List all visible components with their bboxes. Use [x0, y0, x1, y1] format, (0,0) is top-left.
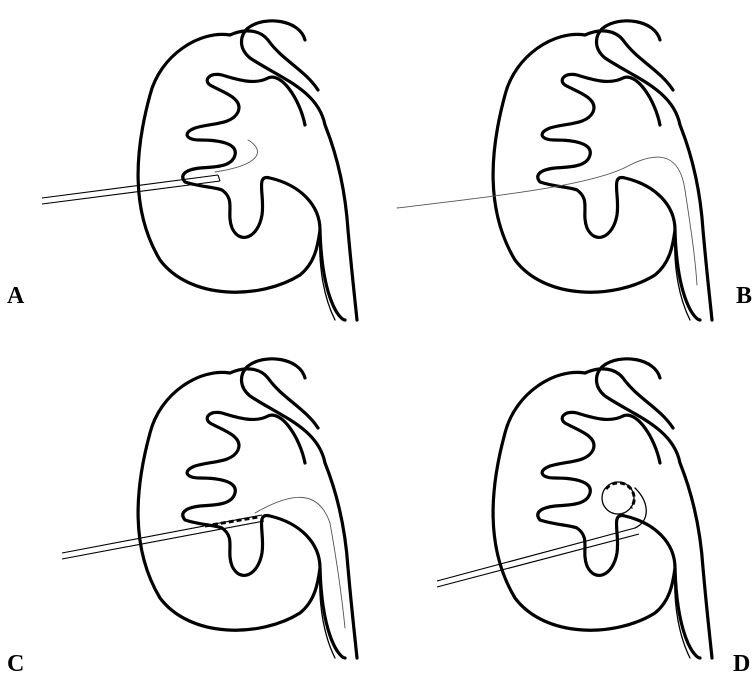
panel-label-b: B [736, 284, 752, 308]
panel-label-d: D [733, 652, 750, 676]
panel-label-a: A [7, 284, 24, 308]
panel-a-illustration [42, 21, 357, 320]
panel-d-illustration [437, 359, 712, 658]
panel-label-c: C [7, 652, 24, 676]
panel-b-illustration [397, 21, 712, 320]
panel-c-illustration [62, 359, 357, 658]
